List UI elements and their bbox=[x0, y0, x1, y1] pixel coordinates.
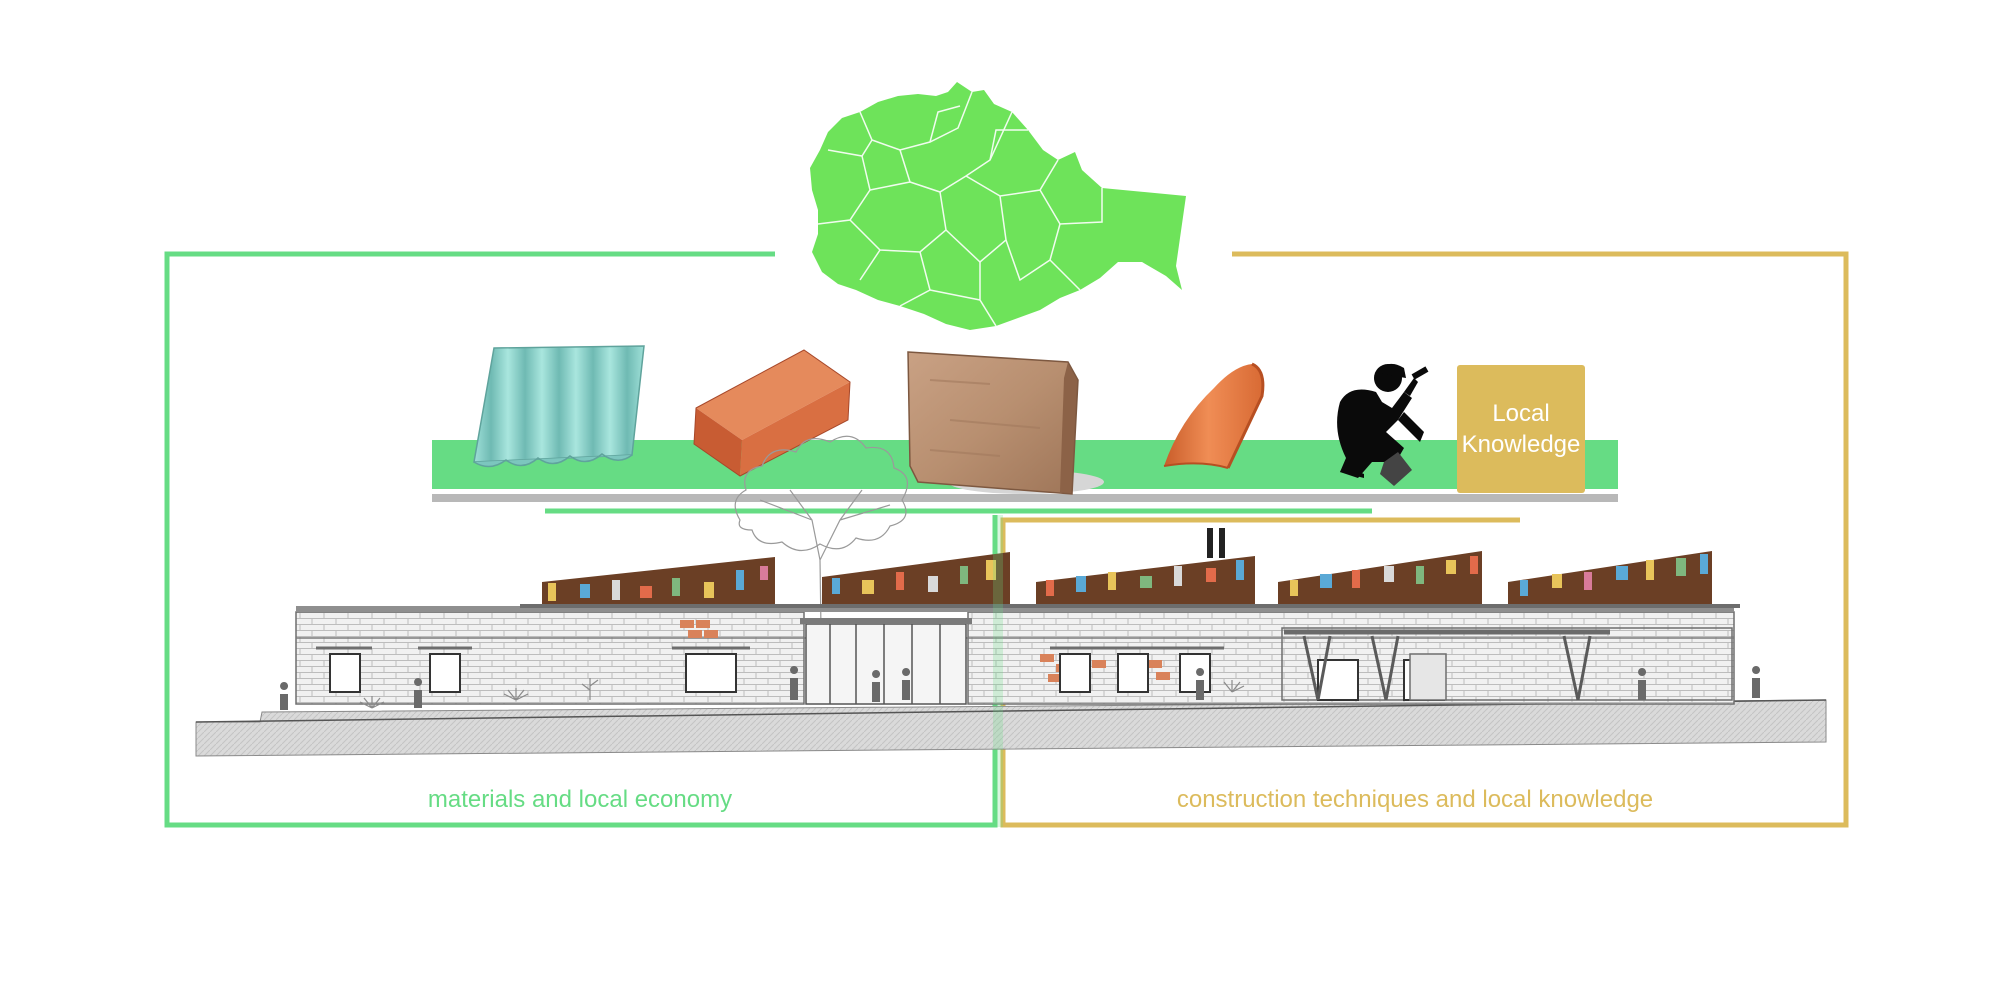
tree-outline bbox=[734, 435, 909, 701]
canopy-structure bbox=[1284, 629, 1610, 701]
map-of-oaxaca-icon bbox=[810, 82, 1186, 330]
materials-grey-line bbox=[432, 494, 1618, 502]
divider-overlay bbox=[993, 515, 1003, 827]
entrance-glazing bbox=[800, 618, 972, 705]
clay-brick-icon bbox=[693, 349, 851, 477]
adobe-block-icon bbox=[907, 351, 1104, 495]
roof-tile-icon bbox=[1163, 362, 1265, 469]
gold-frame bbox=[1000, 251, 1849, 828]
colored-facade-slats bbox=[542, 551, 1712, 604]
local-knowledge-line1: Local bbox=[1492, 400, 1550, 427]
local-knowledge-box: Local Knowledge bbox=[1457, 365, 1585, 493]
caption-techniques: construction techniques and local knowle… bbox=[1176, 786, 1654, 813]
caption-materials: materials and local economy bbox=[427, 786, 733, 813]
local-knowledge-line2: Knowledge bbox=[1461, 431, 1581, 458]
worker-silhouette-icon bbox=[1337, 363, 1429, 486]
people-figures bbox=[280, 666, 1761, 710]
building-elevation-drawing bbox=[195, 435, 1827, 757]
corrugated-sheet-icon bbox=[473, 345, 645, 468]
